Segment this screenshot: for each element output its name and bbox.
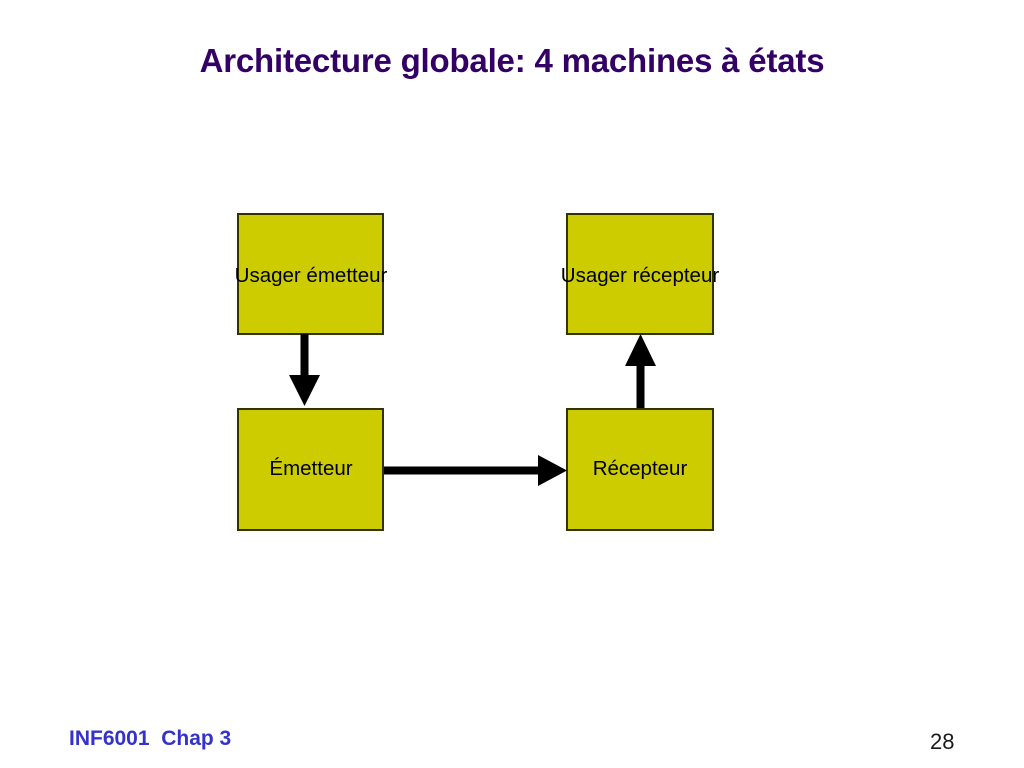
footer-course-label: INF6001 Chap 3 xyxy=(69,727,232,750)
arrow-recepteur-to-usager-recepteur xyxy=(625,334,656,408)
node-emetteur[interactable] xyxy=(237,408,384,531)
node-label-emetteur: Émetteur xyxy=(269,457,353,480)
arrow-usager-emetteur-to-emetteur xyxy=(289,334,320,406)
node-label-recepteur: Récepteur xyxy=(592,457,688,480)
node-recepteur[interactable] xyxy=(566,408,714,531)
page-number: 28 xyxy=(930,729,955,754)
node-label-usager-emetteur: Usager émetteur xyxy=(234,264,388,287)
page-title: Architecture globale: 4 machines à états xyxy=(199,42,825,79)
node-label-usager-recepteur: Usager récepteur xyxy=(560,264,720,287)
node-usager-emetteur[interactable] xyxy=(237,213,384,335)
